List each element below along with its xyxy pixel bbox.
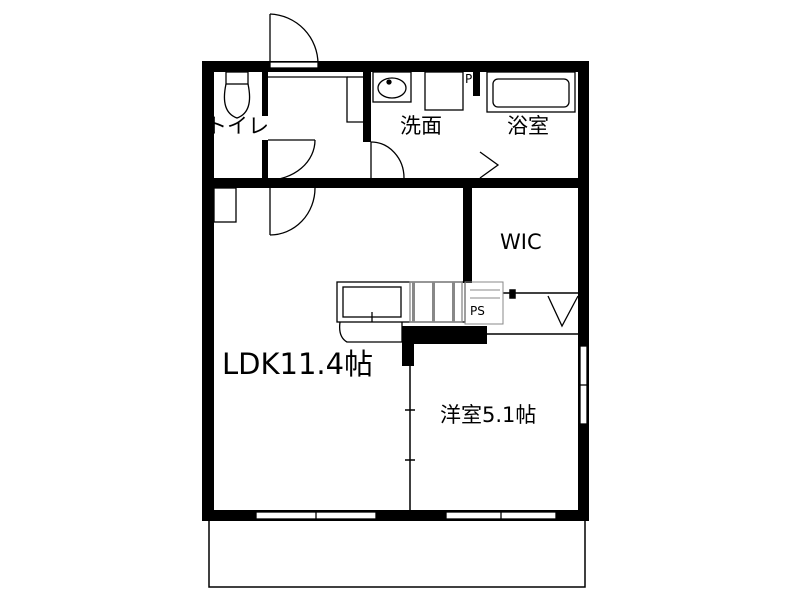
storage-closet	[213, 187, 237, 223]
partition-sliding-doors	[405, 289, 578, 512]
interior-walls	[202, 68, 589, 366]
room-label-wic: WIC	[500, 230, 542, 254]
room-label-ldk: LDK11.4帖	[222, 347, 374, 381]
room-label-washroom: 洗面	[400, 114, 442, 138]
bathroom-door	[479, 151, 500, 179]
toilet-fixture	[223, 71, 251, 119]
wic-door	[547, 295, 579, 328]
ldk-door	[269, 187, 316, 236]
exterior-walls	[202, 61, 589, 521]
bathtub	[486, 71, 576, 113]
balcony	[208, 518, 586, 588]
washbasin	[372, 71, 464, 111]
toilet-door	[267, 139, 316, 181]
room-label-toilet: トイレ	[206, 114, 269, 138]
washroom-door	[370, 141, 405, 179]
room-label-bathroom: 浴室	[507, 114, 549, 138]
entrance-door	[269, 13, 319, 69]
hallway	[268, 76, 363, 123]
room-label-western: 洋室5.1帖	[440, 403, 537, 427]
ps-shaft-kitchen	[464, 281, 504, 325]
ps-label-kitchen: PS	[470, 304, 485, 318]
windows	[255, 345, 589, 521]
ps-label-bath: PS	[465, 72, 480, 86]
